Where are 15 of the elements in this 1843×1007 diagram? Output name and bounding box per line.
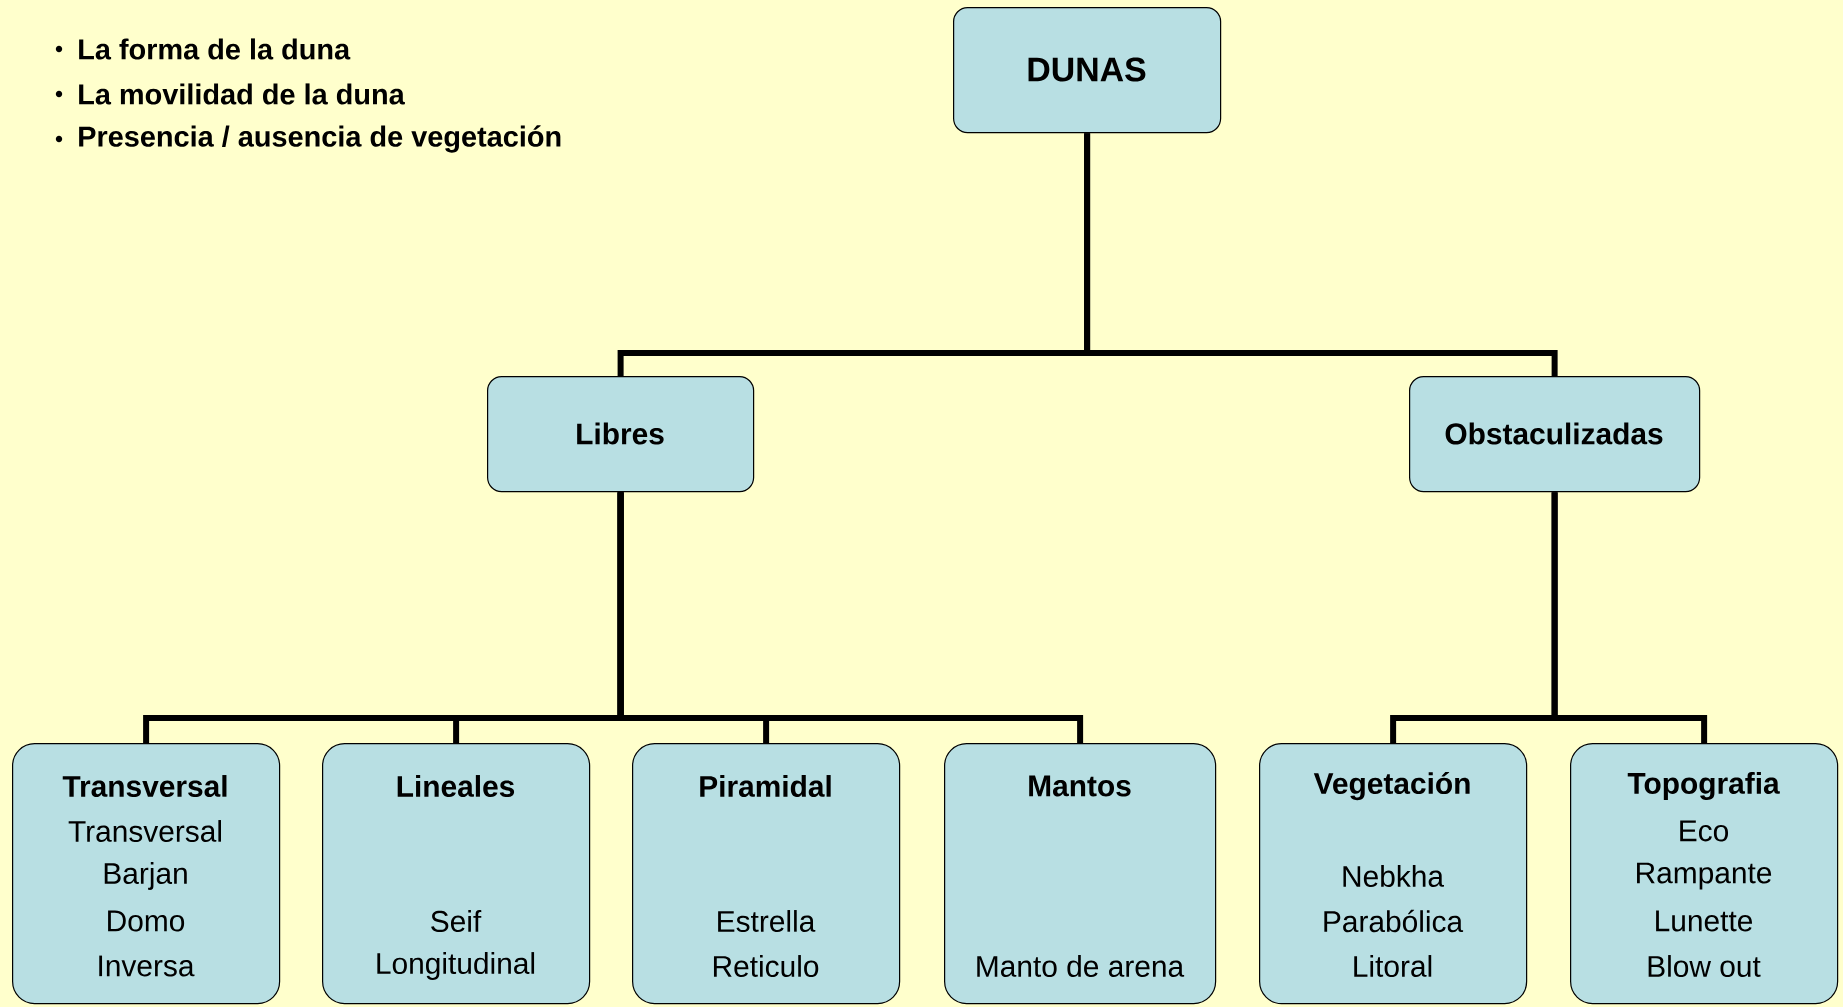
connector-line [617, 492, 1084, 743]
bullet-item: La movilidad de la duna [55, 83, 405, 105]
connector-line [1084, 133, 1558, 376]
category-box: Lineales Seif Longitudinal [322, 743, 591, 1005]
category-box: Libres [487, 376, 755, 493]
bullet-item: Presencia / ausencia de vegetación [55, 125, 561, 153]
bullet-item: La forma de la duna [55, 38, 351, 60]
category-box: Obstaculizadas [1409, 376, 1701, 493]
category-box: Transversal Transversal Barjan Domo Inversa [12, 743, 281, 1005]
category-box: Mantos Manto de arena [944, 743, 1217, 1005]
category-box: Topografia Eco Rampante Lunette Blow out [1570, 743, 1839, 1005]
category-box: Vegetación Nebkha Parabólica Litoral [1259, 743, 1528, 1005]
category-box: Piramidal Estrella Reticulo [632, 743, 901, 1005]
connector-line [1551, 492, 1708, 743]
category-box: DUNAS [953, 7, 1222, 134]
